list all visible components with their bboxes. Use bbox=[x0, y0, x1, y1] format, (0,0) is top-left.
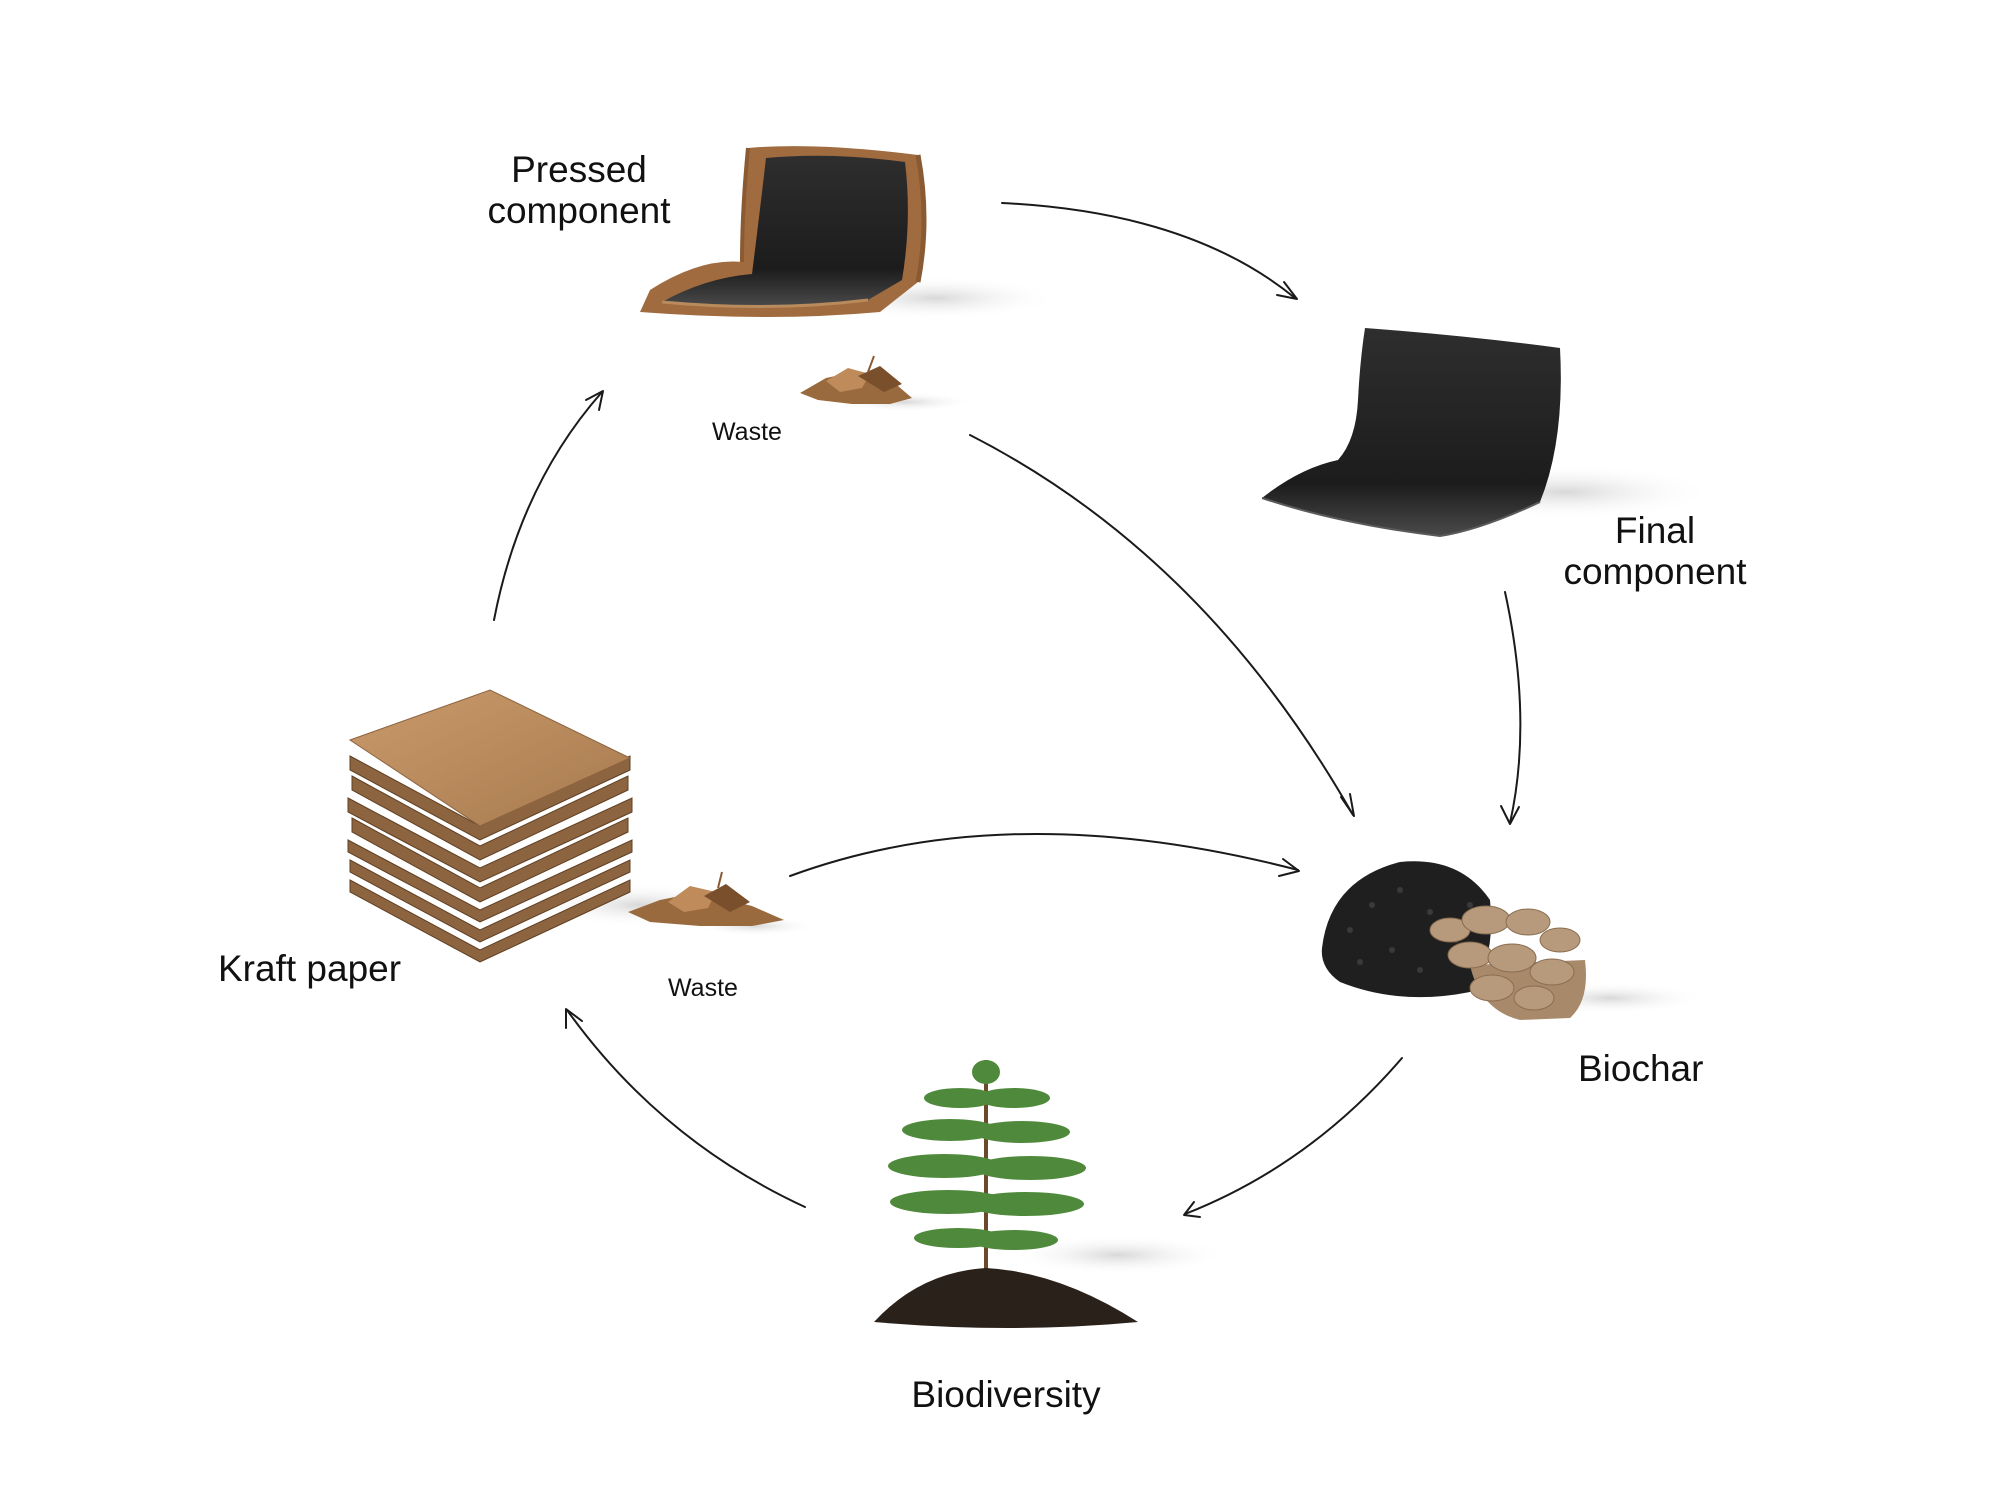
pressed-chair-shell-icon bbox=[640, 146, 1060, 320]
pressed-component-label: Pressed component bbox=[476, 149, 682, 232]
arrow-kraft-to-pressed bbox=[493, 391, 603, 621]
arrow-pressed-to-final bbox=[1001, 202, 1296, 299]
paper-stack-icon bbox=[347, 689, 750, 963]
tree-sapling-icon bbox=[874, 1060, 1228, 1328]
pressed-waste-label: Waste bbox=[712, 418, 782, 446]
kraft-waste-label: Waste bbox=[668, 974, 738, 1002]
arrowhead-biochar-to-biodiversity bbox=[1183, 1201, 1201, 1218]
arrowhead-kraft-to-biochar bbox=[1278, 858, 1300, 877]
arrow-biochar-to-biodiversity bbox=[1184, 1057, 1403, 1215]
arrow-biodiversity-to-kraft bbox=[566, 1009, 806, 1208]
biochar-label: Biochar bbox=[1578, 1048, 1704, 1089]
kraft-paper-label: Kraft paper bbox=[218, 948, 402, 989]
arrowhead-kraft-to-pressed bbox=[585, 390, 604, 411]
biochar-mushroom-icon bbox=[1321, 861, 1705, 1020]
biodiversity-label: Biodiversity bbox=[911, 1374, 1101, 1415]
arrowhead-pressed-to-final bbox=[1276, 281, 1298, 300]
arrowhead-biodiversity-to-kraft bbox=[565, 1008, 583, 1029]
chair-shell-icon bbox=[1261, 328, 1715, 538]
final-component-label-line1: Final bbox=[1614, 510, 1696, 551]
final-component-label: Final component bbox=[1552, 510, 1758, 593]
pressed-component-label-line1: Pressed bbox=[511, 149, 647, 190]
paper-scraps-icon bbox=[628, 871, 817, 936]
arrow-waste-to-biochar bbox=[969, 434, 1354, 816]
pressed-component-label-line2: component bbox=[487, 190, 671, 232]
arrowhead-final-to-biochar bbox=[1500, 805, 1520, 825]
paper-scraps-icon bbox=[800, 355, 975, 412]
arrow-final-to-biochar bbox=[1504, 591, 1522, 824]
final-component-label-line2: component bbox=[1563, 551, 1747, 593]
arrow-kraft-to-biochar bbox=[789, 832, 1299, 877]
arrowhead-waste-to-biochar bbox=[1340, 793, 1355, 817]
